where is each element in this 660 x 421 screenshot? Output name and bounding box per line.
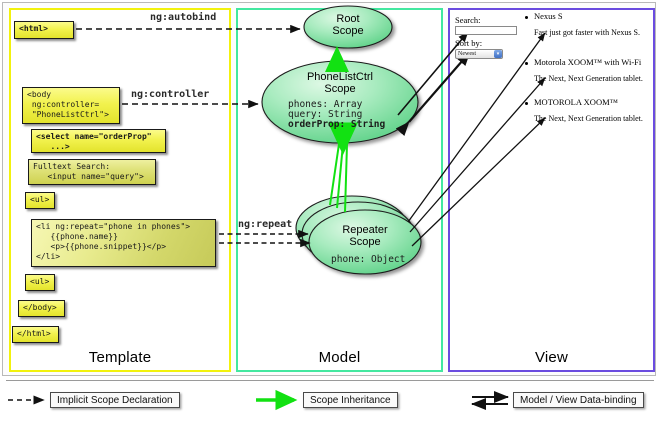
phonelistctrl-scope-title: PhoneListCtrl Scope — [306, 71, 374, 95]
sort-label: Sort by: — [455, 38, 483, 48]
phone-name: Motorola XOOM™ with Wi-Fi — [534, 57, 642, 67]
phone-snippet: Fast just got faster with Nexus S. — [534, 28, 640, 37]
panel-label-template: Template — [88, 349, 152, 366]
root-scope-title: Root Scope — [332, 13, 364, 37]
body-controller-box: <body ng:controller= "PhoneListCtrl"> — [22, 87, 120, 124]
body-close-box: </body> — [18, 300, 65, 317]
li-ngrepeat-box: <li ng:repeat="phone in phones"> {{phone… — [31, 219, 216, 267]
panel-model: Model — [236, 8, 443, 372]
search-input[interactable] — [455, 26, 517, 35]
fulltext-search-box: Fulltext Search: <input name="query"> — [28, 159, 156, 185]
ul-close-box: <ul> — [25, 274, 55, 291]
list-bullet — [525, 62, 528, 65]
arrow-label-controller: ng:controller — [131, 89, 210, 100]
phone-snippet: The Next, Next Generation tablet. — [534, 114, 643, 123]
list-bullet — [525, 102, 528, 105]
legend-divider — [6, 380, 654, 381]
sort-select[interactable]: Newest — [455, 49, 503, 59]
legend: Implicit Scope Declaration Scope Inherit… — [0, 380, 660, 421]
html-open-box: <html> — [14, 21, 74, 39]
html-close-box: </html> — [12, 326, 59, 343]
chevron-down-icon[interactable]: ▾ — [494, 50, 502, 58]
repeater-scope-prop-phone: phone: Object — [331, 254, 406, 265]
phone-name: Nexus S — [534, 11, 563, 21]
panel-label-view: View — [534, 349, 569, 366]
phonelistctrl-scope-prop-phones: phones: Array — [288, 99, 363, 110]
legend-scope-inheritance: Scope Inheritance — [303, 392, 398, 408]
panel-label-model: Model — [318, 349, 361, 366]
legend-implicit-scope: Implicit Scope Declaration — [50, 392, 180, 408]
panel-template: Template — [9, 8, 231, 372]
ul-open-box: <ul> — [25, 192, 55, 209]
arrow-label-repeat: ng:repeat — [238, 219, 293, 230]
repeater-scope-title: Repeater Scope — [342, 224, 388, 248]
search-label: Search: — [455, 15, 481, 25]
phone-snippet: The Next, Next Generation tablet. — [534, 74, 643, 83]
list-bullet — [525, 16, 528, 19]
phone-name: MOTOROLA XOOM™ — [534, 97, 618, 107]
phonelistctrl-scope-prop-query: query: String — [288, 109, 363, 120]
phonelistctrl-scope-prop-orderprop: orderProp: String — [288, 119, 386, 130]
arrow-label-autobind: ng:autobind — [150, 12, 217, 23]
select-orderprop-box: <select name="orderProp" ...> — [31, 129, 166, 153]
legend-data-binding: Model / View Data-binding — [513, 392, 644, 408]
